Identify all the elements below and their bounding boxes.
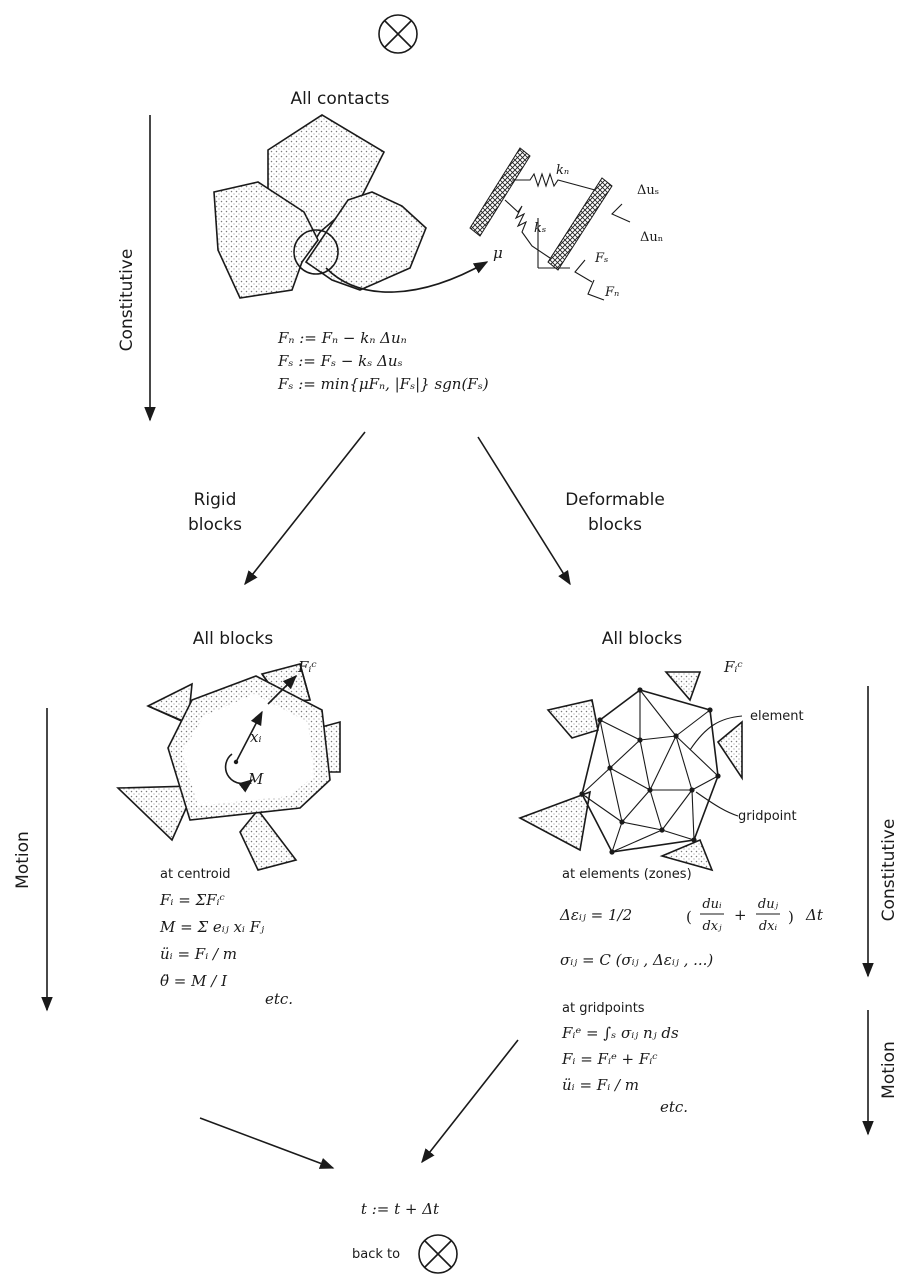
gridpoint-label: gridpoint: [738, 809, 797, 824]
mu-label: μ: [493, 244, 503, 262]
fn-label: Fₙ: [604, 285, 619, 300]
fs-mark: [574, 259, 593, 283]
rigid-branch-arrow: [244, 431, 366, 586]
ks-label: kₛ: [534, 221, 546, 236]
rigid-equation-1: Fᵢ = ΣFᵢᶜ: [159, 891, 225, 909]
motion-label-left: Motion: [13, 831, 33, 889]
constitutive-label-left: Constitutive: [117, 249, 137, 352]
m-label: M: [247, 770, 264, 788]
finite-element-mesh: [581, 689, 719, 853]
rigid-return-arrow: [199, 1117, 335, 1169]
gridpoint-equation-2: Fᵢ = Fᵢᵉ + Fᵢᶜ: [561, 1050, 658, 1068]
normal-spring: [512, 172, 596, 191]
strain-lhs: Δεᵢⱼ = 1/2: [559, 906, 632, 924]
element-label: element: [750, 709, 804, 724]
du-s-label: Δuₛ: [637, 183, 659, 198]
rigid-block-figure: Fᵢᶜ xᵢ M: [116, 658, 341, 871]
right-hatched-wall: [547, 177, 613, 271]
rigid-blocks-label-line1: Rigid: [194, 490, 237, 510]
zoom-arrow: [325, 261, 489, 293]
shear-spring: [504, 199, 551, 259]
time-update: t := t + Δt: [361, 1200, 440, 1218]
du-n-label: Δuₙ: [640, 230, 663, 245]
contact-blocks-figure: [213, 114, 489, 299]
left-paren: (: [686, 908, 692, 926]
deformable-branch-arrow: [477, 436, 571, 586]
frac2-denominator: dxᵢ: [759, 919, 778, 934]
contact-zoom-circle: [293, 229, 339, 275]
deformable-etc: etc.: [660, 1098, 688, 1116]
motion-label-right: Motion: [879, 1041, 899, 1099]
strain-increment-equation: Δεᵢⱼ = 1/2 ( duᵢ dxⱼ + duⱼ dxᵢ ) Δt: [559, 897, 824, 934]
rigid-etc: etc.: [265, 990, 293, 1008]
constitutive-label-right: Constitutive: [879, 819, 899, 922]
right-block: [304, 191, 427, 291]
right-paren: ): [788, 908, 794, 926]
deformable-fc-label: Fᵢᶜ: [723, 658, 743, 676]
gridpoint-equation-1: Fᵢᵉ = ∫ₛ σᵢⱼ nⱼ ds: [561, 1024, 679, 1042]
deformable-return-arrow: [421, 1039, 519, 1164]
contact-equation-2: Fₛ := Fₛ − kₛ Δuₛ: [277, 352, 403, 370]
frac1-numerator: duᵢ: [702, 897, 722, 912]
rigid-fc-label: Fᵢᶜ: [297, 658, 317, 676]
contact-force-arrow: [267, 674, 298, 705]
element-leader: [689, 715, 743, 751]
position-vector: [235, 710, 263, 763]
left-hatched-wall: [469, 147, 531, 237]
stress-equation: σᵢⱼ = C (σᵢⱼ , Δεᵢⱼ , ...): [560, 951, 713, 969]
contact-equation-1: Fₙ := Fₙ − kₙ Δuₙ: [277, 329, 407, 347]
rigid-subtitle: at centroid: [160, 867, 231, 882]
kn-label: kₙ: [556, 163, 569, 178]
gridpoint-leader: [695, 791, 739, 817]
left-block: [213, 181, 319, 299]
rigid-all-blocks-title: All blocks: [193, 629, 274, 649]
moment-arrow: [224, 753, 254, 793]
back-to-label: back to: [352, 1247, 400, 1262]
contact-spring-model: kₙ kₛ μ Δuₛ Δuₙ Fₛ Fₙ: [469, 147, 663, 301]
cycle-start-symbol: [378, 14, 418, 54]
deformable-blocks-label-line1: Deformable: [565, 490, 665, 510]
fs-label: Fₛ: [594, 251, 608, 266]
deformable-blocks-label-line2: blocks: [588, 515, 642, 535]
rigid-equation-3: üᵢ = Fᵢ / m: [160, 945, 237, 963]
rigid-blocks-label-line2: blocks: [188, 515, 242, 535]
deformable-all-blocks-title: All blocks: [602, 629, 683, 649]
plus-sign: +: [734, 906, 747, 924]
strain-rhs: Δt: [805, 906, 824, 924]
deformable-block: [581, 689, 719, 853]
contact-equation-3: Fₛ := min{μFₙ, |Fₛ|} sgn(Fₛ): [277, 375, 489, 393]
gridpoint-equation-3: üᵢ = Fᵢ / m: [562, 1076, 639, 1094]
fn-mark: [587, 279, 605, 301]
frac2-numerator: duⱼ: [758, 897, 779, 912]
gridpoints-subtitle: at gridpoints: [562, 1001, 645, 1016]
elements-subtitle: at elements (zones): [562, 867, 692, 882]
frac1-denominator: dxⱼ: [702, 919, 722, 934]
deformable-block-figure: Fᵢᶜ element gridpoint: [518, 658, 804, 872]
cycle-end-symbol: [418, 1234, 458, 1274]
gridpoints: [579, 687, 721, 855]
rigid-equation-2: M = Σ eᵢⱼ xᵢ Fⱼ: [159, 918, 264, 936]
all-contacts-title: All contacts: [291, 89, 390, 109]
xi-label: xᵢ: [250, 728, 261, 746]
du-s-mark: [611, 203, 631, 223]
rigid-equation-4: θ̈ = M / I: [160, 972, 228, 990]
